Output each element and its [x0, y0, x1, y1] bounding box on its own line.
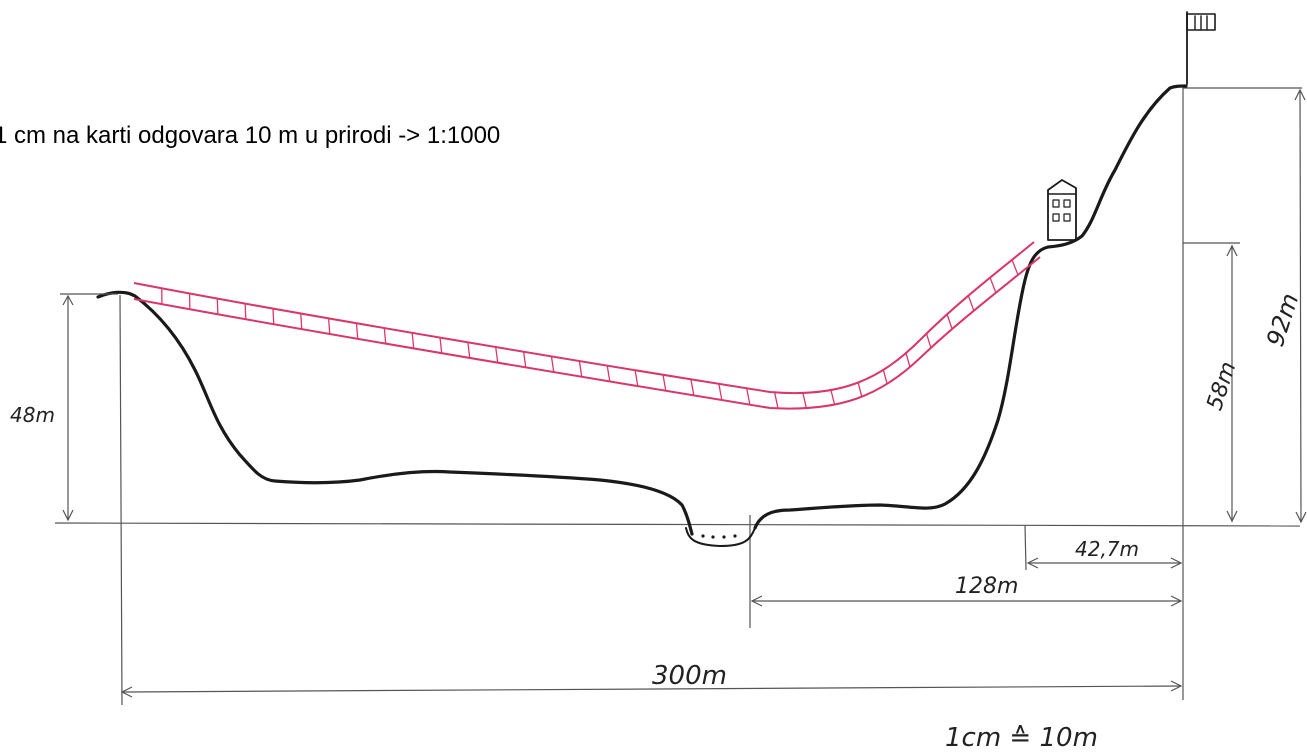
- short-distance-label: 42,7m: [1075, 537, 1139, 561]
- bridge-tick: [989, 277, 997, 293]
- river-dots: [701, 534, 737, 539]
- bridge-tick: [857, 382, 863, 397]
- terrain-profile: [96, 84, 1188, 536]
- river-icon: [685, 527, 756, 547]
- bridge-tick: [355, 323, 359, 339]
- mid-distance-label: 128m: [955, 574, 1018, 599]
- house-guide: [1024, 524, 1027, 571]
- left-height-label: 48m: [10, 403, 55, 427]
- bridge-tick: [925, 333, 932, 349]
- bridge-tick: [550, 356, 555, 373]
- bridge: [133, 241, 1041, 410]
- left-guide: [119, 294, 123, 706]
- bridge-tick: [272, 308, 275, 325]
- left-height-dimension: 48m: [10, 293, 118, 522]
- bridge-tick: [718, 383, 723, 401]
- bridge-tick: [606, 365, 611, 382]
- bridge-tick: [327, 318, 331, 334]
- house-height-label: 58m: [1202, 359, 1241, 414]
- total-distance-label: 300m: [652, 661, 727, 691]
- bridge-tick: [946, 314, 953, 330]
- total-distance-dimension: 300m: [120, 661, 1183, 698]
- bridge-tick: [967, 295, 975, 311]
- flag-icon: [1186, 11, 1216, 85]
- bridge-tick: [773, 392, 779, 409]
- bridge-tick: [634, 370, 639, 387]
- bridge-ticks: [161, 259, 1019, 409]
- bridge-tick: [905, 352, 911, 368]
- house-height-dimension: 58m: [1202, 244, 1241, 523]
- mid-distance-dimension: 128m: [750, 574, 1183, 607]
- bridge-tick: [690, 379, 695, 396]
- bridge-tick: [662, 374, 667, 391]
- right-height-dimension: 92m: [1261, 88, 1307, 524]
- bridge-tick: [1011, 259, 1019, 276]
- house-icon: [1047, 179, 1077, 241]
- bridge-tick: [882, 369, 888, 385]
- short-distance-dimension: 42,7m: [1026, 537, 1183, 569]
- bridge-tick: [244, 303, 247, 320]
- scale-text: 1 cm na karti odgovara 10 m u prirodi ->…: [0, 122, 500, 149]
- bridge-tick: [802, 392, 808, 409]
- bridge-tick: [467, 342, 471, 358]
- bridge-tick: [578, 360, 583, 377]
- bridge-tick: [216, 298, 219, 315]
- right-height-label: 92m: [1261, 290, 1304, 350]
- bridge-tick: [411, 332, 415, 349]
- bridge-tick: [746, 388, 751, 405]
- bridge-tick: [495, 346, 499, 363]
- scale-legend: 1cm ≙ 10m: [945, 723, 1098, 753]
- bridge-tick: [522, 351, 527, 368]
- bridge-tick: [300, 313, 303, 330]
- baseline: [54, 522, 1301, 527]
- bridge-tick: [383, 327, 387, 344]
- bridge-tick: [830, 389, 836, 405]
- bridge-tick: [439, 337, 443, 354]
